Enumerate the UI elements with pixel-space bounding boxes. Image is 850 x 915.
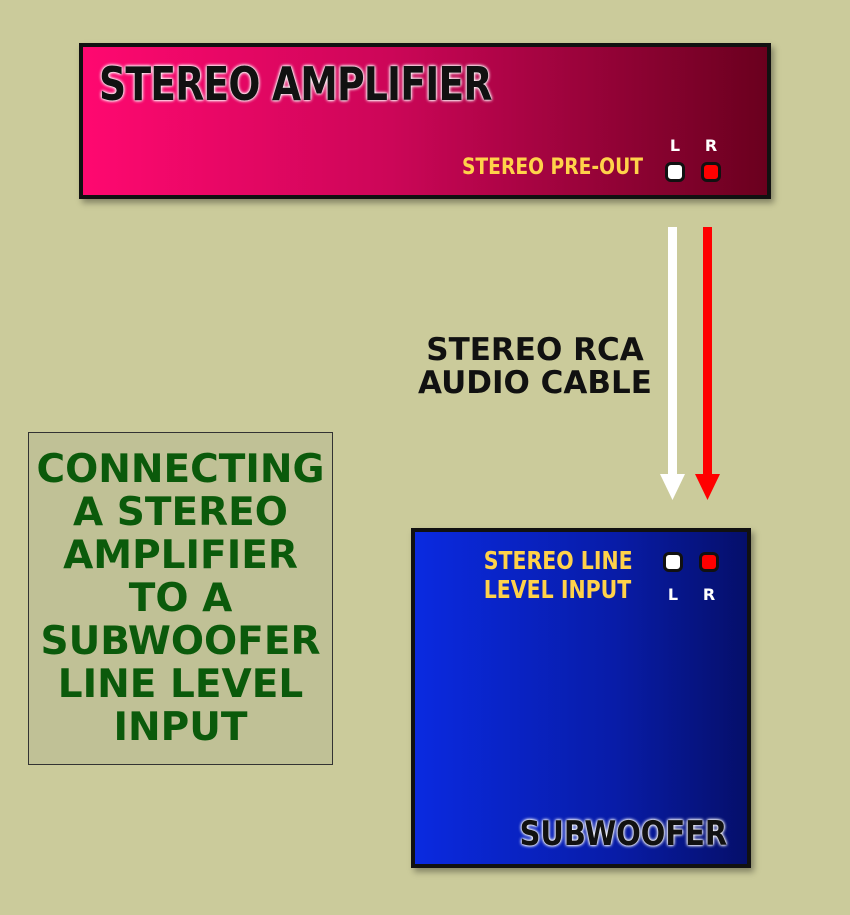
amplifier-title: STEREO AMPLIFIER — [99, 57, 492, 111]
pre-out-label: STEREO PRE-OUT — [461, 155, 643, 180]
subwoofer: STEREO LINE LEVEL INPUT L R SUBWOOFER — [411, 528, 751, 868]
caption-line: A STEREO — [73, 490, 288, 535]
caption-line: AMPLIFIER — [63, 533, 298, 578]
amp-right-channel-label: R — [704, 136, 718, 155]
sub-right-channel-label: R — [702, 585, 716, 604]
cable-label-line1: STEREO RCA — [426, 332, 644, 368]
caption-box: CONNECTING A STEREO AMPLIFIER TO A SUBWO… — [28, 432, 333, 765]
right-channel-arrow — [695, 227, 720, 500]
cable-label-line2: AUDIO CABLE — [418, 365, 652, 401]
caption-line: INPUT — [113, 705, 248, 750]
caption-text: CONNECTING A STEREO AMPLIFIER TO A SUBWO… — [29, 448, 332, 749]
stereo-amplifier: STEREO AMPLIFIER STEREO PRE-OUT L R — [79, 43, 771, 199]
input-label-line2: LEVEL INPUT — [484, 575, 632, 604]
amp-left-channel-label: L — [669, 136, 681, 155]
sub-right-jack — [699, 552, 719, 572]
input-label-line1: STEREO LINE — [484, 546, 633, 575]
caption-line: SUBWOOFER — [40, 619, 321, 664]
line-level-input-label: STEREO LINE LEVEL INPUT — [484, 546, 633, 604]
sub-left-channel-label: L — [667, 585, 679, 604]
left-channel-arrow — [660, 227, 685, 500]
sub-left-jack — [663, 552, 683, 572]
caption-line: CONNECTING — [36, 447, 325, 492]
caption-line: TO A — [128, 576, 233, 621]
amp-right-jack — [701, 162, 721, 182]
subwoofer-title: SUBWOOFER — [519, 814, 727, 854]
amp-left-jack — [665, 162, 685, 182]
caption-line: LINE LEVEL — [57, 662, 304, 707]
cable-label: STEREO RCA AUDIO CABLE — [380, 334, 690, 400]
